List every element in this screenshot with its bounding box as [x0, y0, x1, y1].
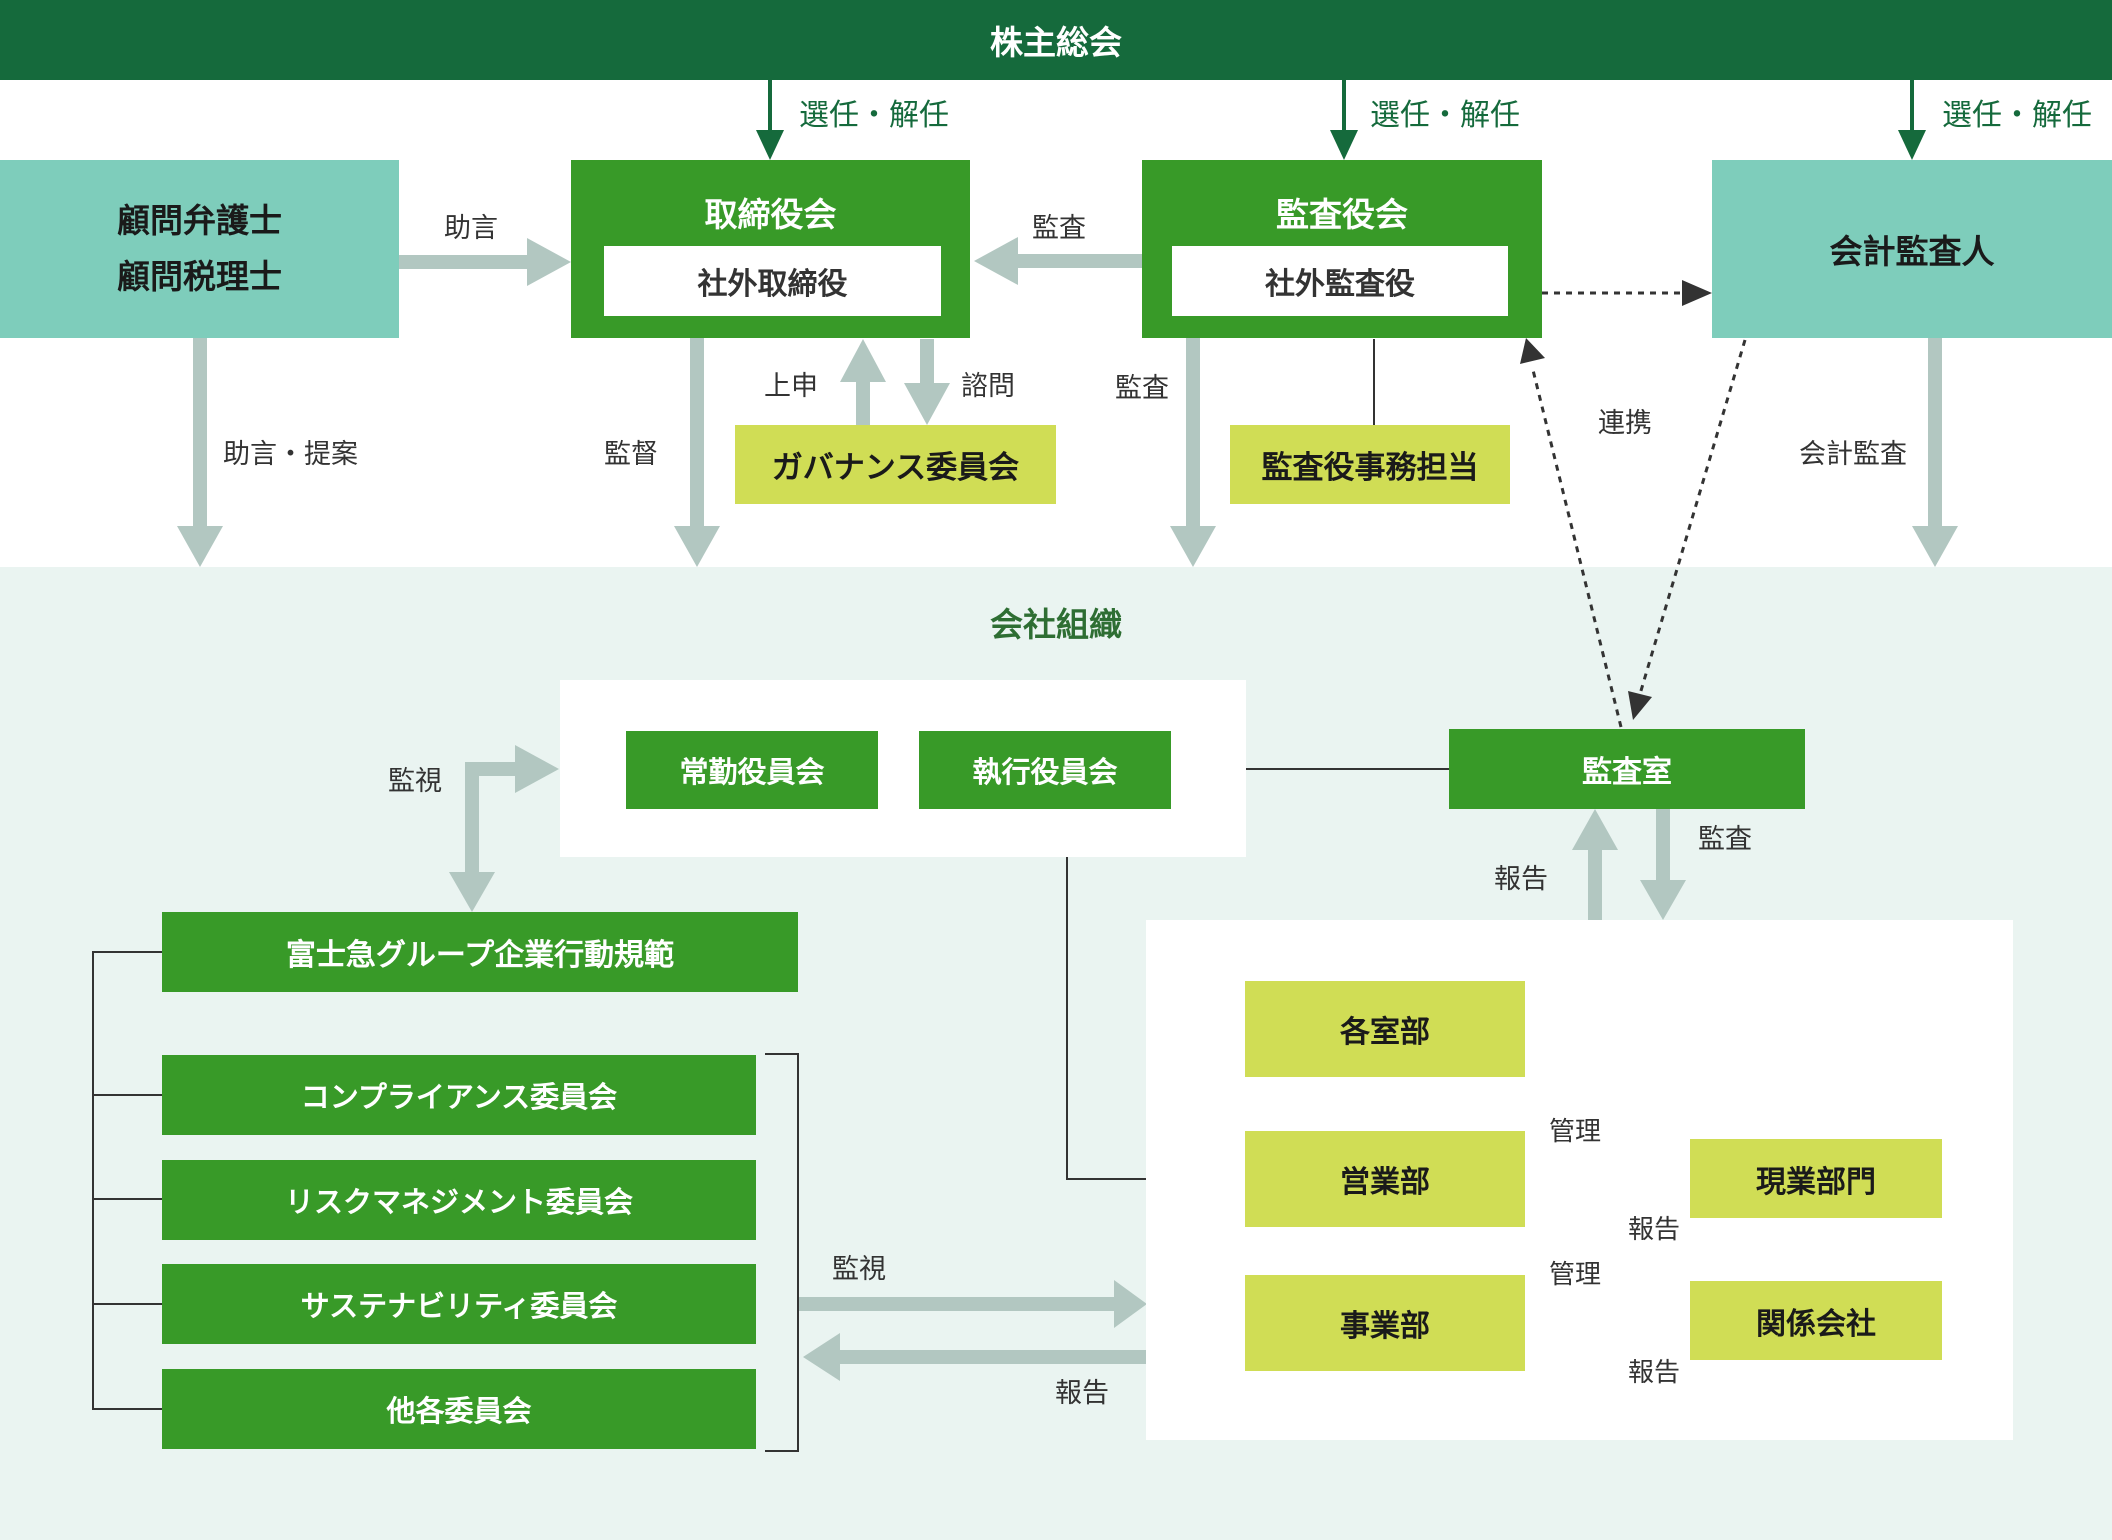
report-label-audit-room: 報告: [1494, 864, 1548, 895]
standing-officers-box: 常勤役員会: [626, 731, 878, 809]
code-of-conduct-box: 富士急グループ企業行動規範: [162, 912, 798, 992]
executive-officers-box: 執行役員会: [919, 731, 1171, 809]
advice-label: 助言: [444, 213, 498, 244]
report-up-label: 上申: [764, 371, 818, 402]
cooperation-label: 連携: [1598, 408, 1652, 439]
report-label-bottom: 報告: [1055, 1378, 1109, 1409]
other-committees-box: 他各委員会: [162, 1369, 756, 1449]
legal-advisor-lawyer: 顧問弁護士: [117, 201, 282, 240]
manage-label-1: 管理: [1549, 1117, 1602, 1147]
shareholders-meeting: 株主総会: [0, 0, 2112, 80]
accounting-auditor-box: 会計監査人: [1712, 160, 2112, 338]
monitor-label-bottom: 監視: [832, 1254, 886, 1285]
board-of-directors-box: 取締役会 社外取締役: [571, 160, 970, 338]
report-label-1: 報告: [1628, 1215, 1681, 1245]
accounting-audit-label: 会計監査: [1799, 439, 1907, 470]
outside-directors-box: 社外取締役: [604, 246, 941, 316]
manage-label-2: 管理: [1549, 1260, 1602, 1290]
affiliates-box: 関係会社: [1690, 1281, 1942, 1360]
audit-label-audit-room: 監査: [1698, 824, 1752, 855]
business-dept-box: 事業部: [1245, 1275, 1525, 1371]
audit-label-down: 監査: [1115, 373, 1169, 404]
elect-label-2: 選任・解任: [1370, 98, 1520, 133]
legal-advisors-box: 顧問弁護士 顧問税理士: [0, 160, 399, 338]
elect-label-1: 選任・解任: [799, 98, 949, 133]
board-of-auditors-box: 監査役会 社外監査役: [1142, 160, 1542, 338]
supervise-label: 監督: [604, 439, 658, 470]
elect-label-3: 選任・解任: [1942, 98, 2092, 133]
audit-label-top: 監査: [1032, 213, 1086, 244]
consult-label: 諮問: [961, 371, 1015, 402]
governance-committee-box: ガバナンス委員会: [735, 425, 1056, 504]
field-depts-box: 現業部門: [1690, 1139, 1942, 1218]
audit-office-box: 監査室: [1449, 729, 1805, 809]
elect-arrows: [756, 80, 1926, 160]
auditor-office-box: 監査役事務担当: [1230, 425, 1510, 504]
risk-committee-box: リスクマネジメント委員会: [162, 1160, 756, 1240]
departments-box: 各室部: [1245, 981, 1525, 1077]
report-label-2: 報告: [1628, 1358, 1681, 1388]
outside-auditors-box: 社外監査役: [1172, 246, 1508, 316]
board-of-directors-title: 取締役会: [704, 195, 837, 234]
dotted-arrows: [1531, 291, 1747, 728]
board-of-auditors-title: 監査役会: [1276, 195, 1408, 234]
legal-advisor-tax: 顧問税理士: [117, 257, 282, 296]
advice-proposal-label: 助言・提案: [223, 439, 358, 470]
compliance-committee-box: コンプライアンス委員会: [162, 1055, 756, 1135]
sales-dept-box: 営業部: [1245, 1131, 1525, 1227]
company-org-title: 会社組織: [990, 605, 1122, 644]
sustainability-committee-box: サステナビリティ委員会: [162, 1264, 756, 1344]
monitor-label-top: 監視: [388, 766, 442, 797]
